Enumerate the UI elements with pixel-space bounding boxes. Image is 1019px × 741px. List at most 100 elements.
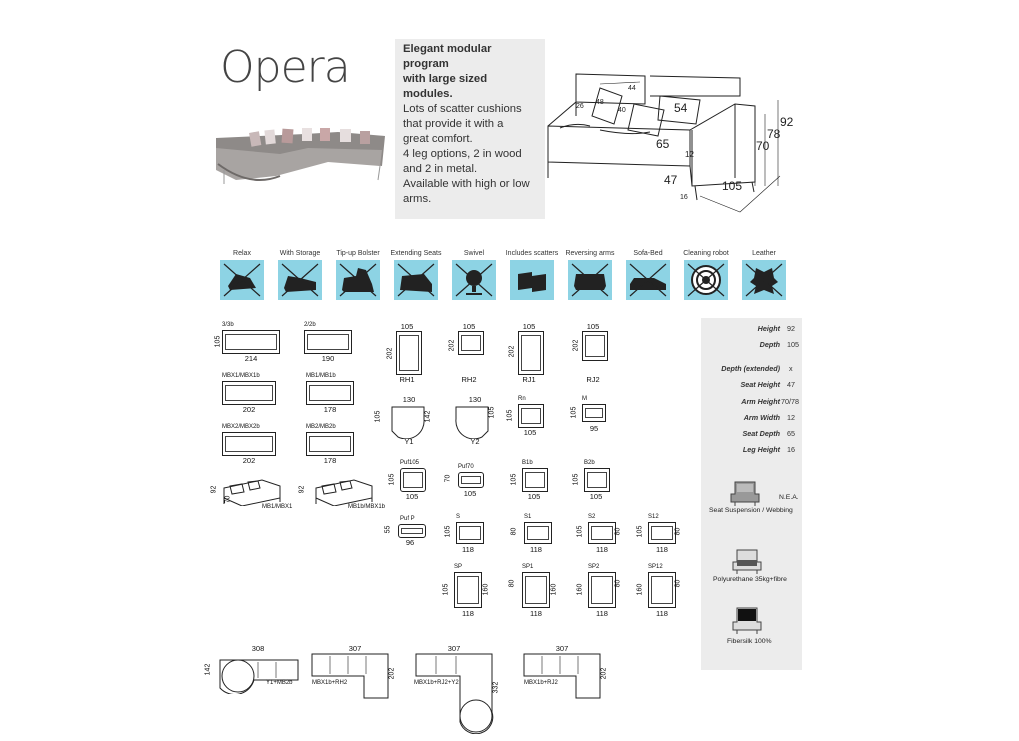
module-width: 95 [589,424,599,433]
dim-54: 54 [674,101,688,115]
module-shape [648,572,676,608]
dim-26: 26 [576,103,584,110]
module-shape [222,330,280,354]
module-name: SP2 [588,564,600,570]
combo-depth: 202 [600,667,608,680]
module-depth: 105 [636,525,644,538]
module-shape [588,522,616,544]
module-mbx2: MBX2/MBX2b 202 [222,424,276,466]
module-shape [454,572,482,608]
description-line: Available with high or low [403,178,530,190]
spec-label: Leg Height [742,445,780,454]
module-mb2: MB2/MB2b 178 [306,424,354,466]
module-depth: 80 [510,527,518,536]
combo-mbx1b-rj2: 307 202 MBX1b+RJ2 [520,644,620,704]
module-width: 105 [523,428,537,437]
module-name: B1b [522,460,533,466]
module-shape [522,572,550,608]
spec-value: 70/78 [781,397,799,406]
module-depth: 105 [506,409,514,422]
dim-92: 92 [780,115,794,129]
module-name: 3/3b [222,322,234,328]
module-name: S [456,514,461,520]
module-name: RH1 [399,375,415,384]
module-width: 118 [530,545,542,554]
spec-value: 16 [787,445,795,454]
feature-tip-up-bolster: Tip-up Bolster [329,238,387,300]
feature-label: Reversing arms [565,250,615,257]
module-name: B2b [584,460,595,466]
spec-label: Arm Height [741,397,780,406]
feature-label: Sofa-Bed [633,250,663,257]
module-depth: 105 [576,525,584,538]
material-suspension: Seat Suspension / Webbing [709,507,793,514]
module-depth: 202 [572,339,580,352]
module-shape [458,472,484,488]
module-name: SP1 [522,564,534,570]
combo-depth: 202 [388,667,396,680]
module-name: RJ1 [522,375,536,384]
feature-reversing-arms: Reversing arms [561,238,619,300]
description-line: great comfort. [403,133,473,145]
scatters-icon [510,260,554,300]
module-depth: 105 [388,473,396,486]
module-arm-height: 70 [224,495,232,504]
module-height: 80 [614,579,622,588]
specs-panel: Height 92 Depth 105 Depth (extended) x S… [701,318,802,670]
module-sp2: SP2 160 80 118 [576,564,630,620]
module-y1: 130 105 142 Y1 [374,395,440,446]
module-width: 214 [244,354,258,363]
feature-leather: Leather [735,238,793,300]
dim-105: 105 [722,179,742,193]
module-shape [648,522,676,544]
module-depth: 80 [508,579,516,588]
module-width: 105 [586,322,600,331]
module-shape [588,572,616,608]
module-width: 118 [656,609,668,618]
module-width: 130 [468,395,482,404]
module-3d-drawing [315,479,373,507]
module-width: 202 [242,456,256,465]
dim-16: 16 [680,194,688,201]
cleaning-robot-icon [684,260,728,300]
module-shape [522,468,548,492]
module-name: Puf105 [400,460,420,466]
module-y2: 130 105 Y2 [450,395,500,446]
armchair-webbing-icon [730,481,760,506]
combo-mbx1b-rh2: 307 202 MBX1b+RH2 [310,644,406,700]
module-name: RJ2 [586,375,600,384]
module-width: 105 [463,489,477,498]
module-height: 160 [482,583,490,596]
spec-label: Arm Width [743,413,780,422]
module-s12: S12 105 80 118 [636,514,690,556]
dimension-drawing: 44 26 48 40 54 65 12 92 78 70 47 16 105 [547,73,794,213]
description-line: 4 leg options, 2 in wood [403,148,522,160]
module-shape [518,331,544,375]
feature-label: Cleaning robot [683,250,729,257]
swivel-icon [452,260,496,300]
dim-47: 47 [664,173,678,187]
combo-shape [415,653,494,734]
module-depth: 202 [448,339,456,352]
module-depth: 105 [374,410,382,423]
module-name: MB1b/MBX1b [348,504,386,510]
module-shape [391,406,425,439]
module-width: 202 [242,405,256,414]
dim-40: 40 [618,107,626,114]
module-rj2: 105 202 RJ2 [572,322,610,384]
module-name: Puf P [400,516,415,522]
combo-name: MBX1b+RJ2+Y2 [414,680,459,686]
combo-shape [311,653,389,699]
module-shape [518,404,544,428]
module-width: 118 [656,545,668,554]
module-puf105: Puf105 105 105 [388,460,432,502]
module-name: MB1/MBX1 [262,504,293,510]
module-height: 92 [210,485,218,494]
module-puf-p: Puf P 55 96 [384,516,430,550]
description-line: Lots of scatter cushions [403,103,522,115]
module-depth: 202 [386,347,394,360]
module-width: 105 [462,322,476,331]
module-name: S1 [524,514,532,520]
module-s1: S1 80 118 [510,514,556,556]
feature-relax: Relax [213,238,271,300]
